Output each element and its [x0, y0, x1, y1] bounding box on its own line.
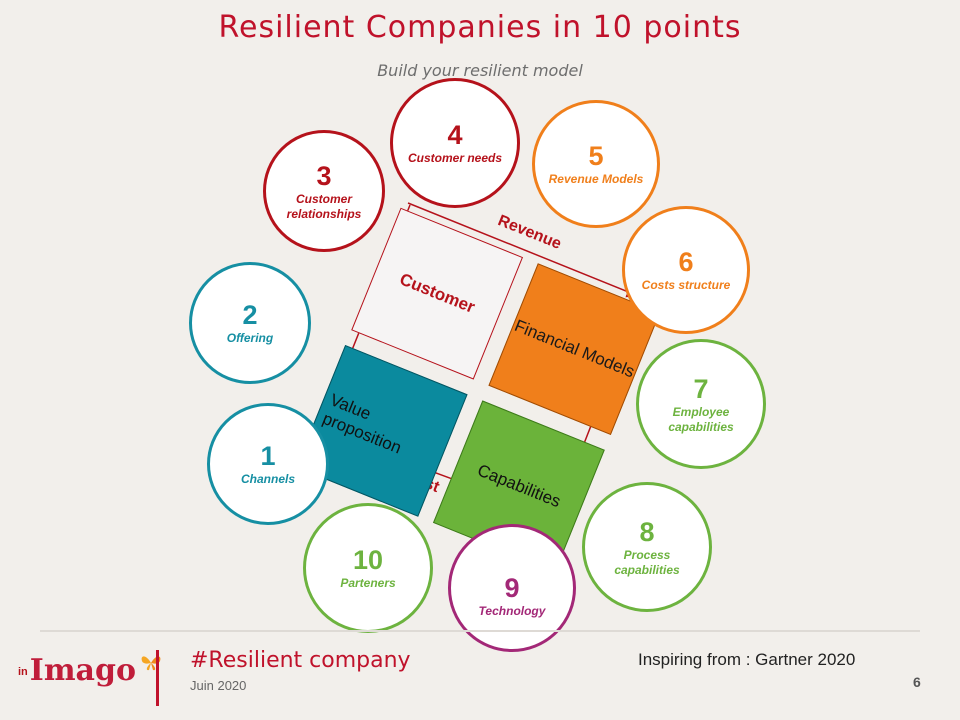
logo-name: Imago [29, 653, 136, 688]
point-5-circle: 5 Revenue Models [532, 100, 660, 228]
point-number: 1 [260, 441, 276, 471]
point-7-circle: 7 Employee capabilities [636, 339, 766, 469]
revenue-label: Revenue [495, 212, 564, 253]
inimago-logo: in Imago [18, 652, 164, 688]
footer-divider [40, 630, 920, 632]
point-label: Revenue Models [548, 172, 644, 186]
logo-divider [156, 650, 159, 706]
point-number: 9 [504, 573, 520, 603]
point-2-circle: 2 Offering [189, 262, 311, 384]
footer-date: Juin 2020 [190, 678, 247, 693]
point-8-circle: 8 Process capabilities [582, 482, 712, 612]
point-label: Channels [240, 472, 295, 486]
hashtag: #Resilient company [190, 648, 411, 673]
point-label: Costs structure [641, 278, 731, 292]
point-label: Customer needs [407, 151, 503, 165]
point-number: 3 [316, 160, 332, 191]
point-10-circle: 10 Parteners [303, 503, 433, 633]
point-number: 7 [693, 373, 709, 404]
point-3-circle: 3 Customer relationships [263, 130, 385, 252]
page-number: 6 [913, 674, 921, 690]
page-subtitle: Build your resilient model [377, 61, 583, 80]
point-label: Offering [226, 331, 274, 345]
butterfly-icon [141, 656, 161, 671]
credit-text: Inspiring from : Gartner 2020 [638, 650, 856, 669]
point-label: Technology [478, 604, 546, 618]
point-label: Customer relationships [286, 191, 362, 221]
point-9-circle: 9 Technology [448, 524, 576, 652]
point-number: 4 [447, 120, 463, 150]
point-label: Employee capabilities [668, 404, 734, 434]
page-title: Resilient Companies in 10 points [218, 10, 742, 45]
point-number: 8 [639, 516, 655, 547]
logo-prefix: in [18, 666, 28, 678]
point-4-circle: 4 Customer needs [390, 78, 520, 208]
point-label: Process capabilities [614, 547, 680, 577]
point-number: 10 [352, 545, 384, 575]
point-number: 5 [588, 141, 604, 171]
point-label: Parteners [340, 576, 396, 590]
point-number: 6 [678, 247, 694, 277]
point-6-circle: 6 Costs structure [622, 206, 750, 334]
quad-customer: Customer [351, 207, 524, 380]
point-1-circle: 1 Channels [207, 403, 329, 525]
point-number: 2 [242, 300, 258, 330]
